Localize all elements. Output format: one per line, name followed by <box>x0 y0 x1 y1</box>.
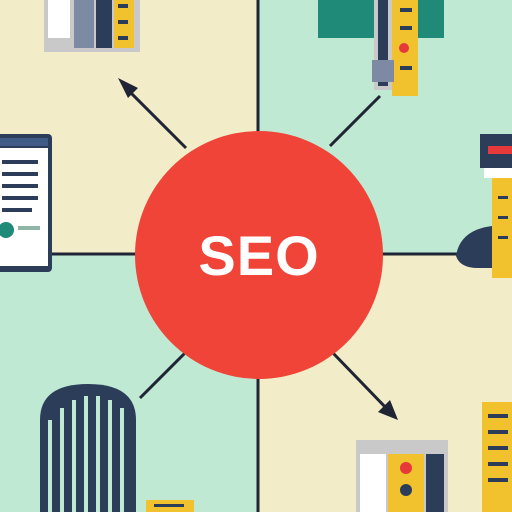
seo-circle <box>135 131 383 379</box>
building-icon <box>40 384 194 512</box>
phone-icon <box>456 134 512 278</box>
connector-top-right <box>328 94 382 148</box>
server-icon <box>44 0 140 52</box>
connector-bottom-left <box>138 350 188 400</box>
document-icon <box>0 134 52 272</box>
arrow-top-left <box>118 78 188 150</box>
printer-icon <box>356 402 512 512</box>
device-icon <box>318 0 444 96</box>
arrow-bottom-right <box>330 350 398 420</box>
